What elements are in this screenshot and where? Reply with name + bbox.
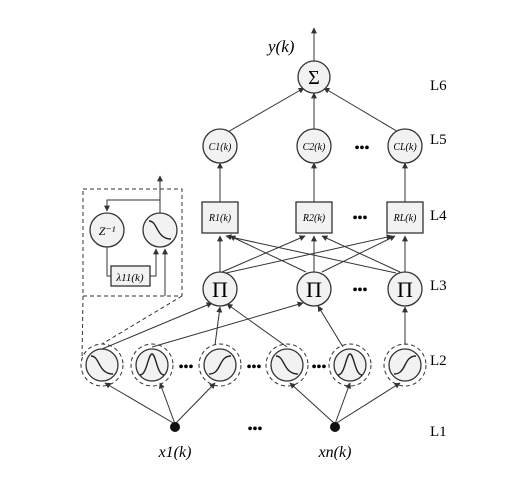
membership-halo-2 — [130, 343, 174, 387]
connections — [101, 27, 408, 425]
bell-icon — [139, 353, 165, 376]
layer-label-l6: L6 — [430, 78, 447, 94]
layer-label-l5: L5 — [430, 132, 447, 148]
membership-halo-5 — [328, 343, 372, 387]
z-shape-icon — [148, 220, 172, 240]
l2-ellipsis-1: ••• — [179, 360, 194, 375]
product-layer: Π Π Π ••• — [202, 271, 423, 307]
rule-node-2 — [295, 201, 333, 234]
l4-ellipsis: ••• — [353, 211, 368, 226]
consequent-node-L — [387, 128, 423, 164]
membership-halo-3 — [198, 343, 242, 387]
l5-ellipsis: ••• — [355, 141, 370, 156]
recurrent-inset: Z⁻¹ λ11(k) — [81, 175, 183, 361]
l3-ellipsis: ••• — [353, 283, 368, 298]
bell-icon — [337, 353, 363, 376]
product-node-1 — [202, 271, 238, 307]
rule-node-L — [386, 201, 424, 234]
inset-frame — [82, 188, 183, 297]
consequent-node-1 — [202, 128, 238, 164]
zoom-guide-left — [81, 295, 84, 361]
product-node-2 — [296, 271, 332, 307]
output-layer: y(k) Σ — [266, 37, 331, 94]
layer-label-l1: L1 — [430, 424, 447, 440]
z-shape-icon — [275, 355, 299, 375]
zoom-guide-right — [101, 295, 183, 345]
s-shape-icon — [393, 355, 417, 375]
consequent-layer: C1(k) C2(k) CL(k) ••• — [202, 128, 423, 164]
rule-label-L: RL(k) — [393, 213, 417, 224]
layer-labels: L6 L5 L4 L3 L2 L1 — [430, 78, 447, 440]
rule-layer: R1(k) R2(k) RL(k) ••• — [201, 201, 424, 234]
input-node-1 — [170, 422, 180, 432]
product-node-L — [387, 271, 423, 307]
s-shape-icon — [208, 355, 232, 375]
membership-halo-6 — [383, 343, 427, 387]
l2-ellipsis-3: ••• — [312, 360, 327, 375]
z-shape-icon — [90, 355, 114, 375]
consequent-label-1: C1(k) — [209, 142, 232, 153]
input-node-n — [330, 422, 340, 432]
sum-symbol: Σ — [308, 67, 320, 89]
rule-label-1: R1(k) — [208, 213, 232, 224]
feedback-weight-label: λ11(k) — [115, 272, 143, 284]
rule-label-2: R2(k) — [302, 213, 326, 224]
membership-halo-4 — [265, 343, 309, 387]
l1-ellipsis: ••• — [248, 422, 263, 437]
membership-node-4 — [270, 348, 304, 382]
layer-label-l4: L4 — [430, 208, 447, 224]
input-label-1: x1(k) — [158, 444, 192, 461]
consequent-node-2 — [296, 128, 332, 164]
product-symbol-1: Π — [212, 277, 228, 302]
layer-label-l3: L3 — [430, 278, 447, 294]
consequent-label-L: CL(k) — [393, 142, 417, 153]
delay-label: Z⁻¹ — [99, 224, 116, 238]
sum-node — [297, 60, 331, 94]
membership-node-1 — [85, 348, 119, 382]
inset-membership-node — [142, 212, 178, 248]
product-symbol-L: Π — [397, 277, 413, 302]
membership-layer: ••• ••• ••• — [80, 343, 427, 387]
l2-ellipsis-2: ••• — [247, 360, 262, 375]
output-label: y(k) — [266, 37, 295, 56]
product-symbol-2: Π — [306, 277, 322, 302]
layer-label-l2: L2 — [430, 353, 447, 369]
rule-node-1 — [201, 201, 239, 234]
input-layer: x1(k) xn(k) ••• — [158, 422, 352, 461]
input-label-n: xn(k) — [318, 444, 352, 461]
consequent-label-2: C2(k) — [303, 142, 326, 153]
